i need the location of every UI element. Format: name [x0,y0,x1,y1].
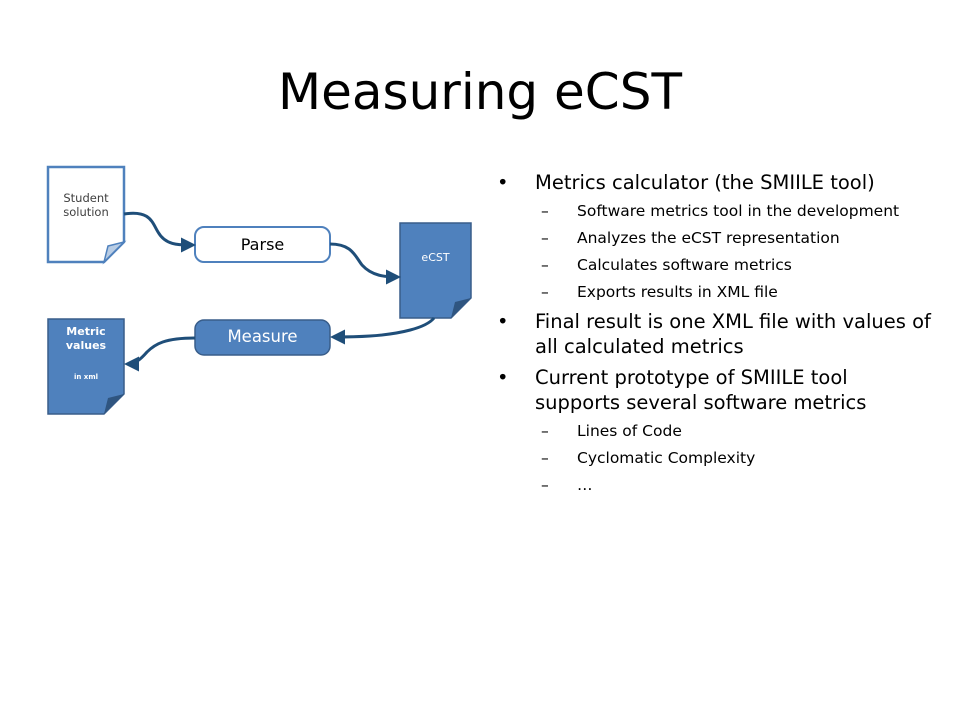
sub-bullet-marker: – [541,256,549,274]
bullet-text: Metrics calculator (the SMIILE tool) [535,171,875,194]
sub-bullet-item: – Analyzes the eCST representation [497,228,937,248]
sub-bullet-item: – Lines of Code [497,421,937,441]
sub-bullet-marker: – [541,449,549,467]
sub-bullet-marker: – [541,476,549,494]
sub-bullet-item: – Exports results in XML file [497,282,937,302]
bullet-item: • Metrics calculator (the SMIILE tool) [497,170,937,195]
bullet-marker: • [497,171,509,194]
sub-bullet-item: – Cyclomatic Complexity [497,448,937,468]
metric-values-fold-icon [104,394,124,414]
sub-bullet-marker: – [541,283,549,301]
in-xml-label: in xml [73,372,99,381]
arrow-solution-to-parse-icon [123,211,196,253]
sub-bullet-marker: – [541,202,549,220]
arrow-measure-to-metrics-icon [124,336,196,372]
arrow-parse-to-ecst-icon [329,242,401,285]
sub-bullet-marker: – [541,229,549,247]
sub-bullet-text: Exports results in XML file [577,283,778,301]
flow-diagram [46,165,472,415]
bullet-list: • Metrics calculator (the SMIILE tool) –… [497,170,937,502]
arrow-ecst-to-measure-icon [330,316,436,345]
parse-label: Parse [240,234,285,254]
sub-bullet-marker: – [541,422,549,440]
bullet-marker: • [497,310,509,333]
bullet-item: • Final result is one XML file with valu… [497,309,937,359]
sub-bullet-item: – … [497,475,937,495]
student-solution-fold-icon [102,240,127,265]
bullet-marker: • [497,366,509,389]
sub-bullet-text: Software metrics tool in the development [577,202,900,220]
sub-bullet-text: Calculates software metrics [577,256,792,274]
slide-title: Measuring eCST [277,63,682,121]
sub-bullet-item: – Software metrics tool in the developme… [497,201,937,221]
student-solution-label: Student solution [63,190,109,219]
ecst-fold-icon [451,298,471,318]
sub-bullet-text: Analyzes the eCST representation [577,229,840,247]
metric-values-label: Metric values [65,325,107,352]
sub-bullet-text: Cyclomatic Complexity [577,449,756,467]
bullet-text: Current prototype of SMIILE tool support… [535,366,867,414]
bullet-item: • Current prototype of SMIILE tool suppo… [497,365,937,415]
sub-bullet-text: Lines of Code [577,422,682,440]
measure-label: Measure [227,327,298,347]
sub-bullet-item: – Calculates software metrics [497,255,937,275]
bullet-text: Final result is one XML file with values… [535,310,931,358]
ecst-label: eCST [421,251,450,265]
sub-bullet-text: … [577,476,593,494]
